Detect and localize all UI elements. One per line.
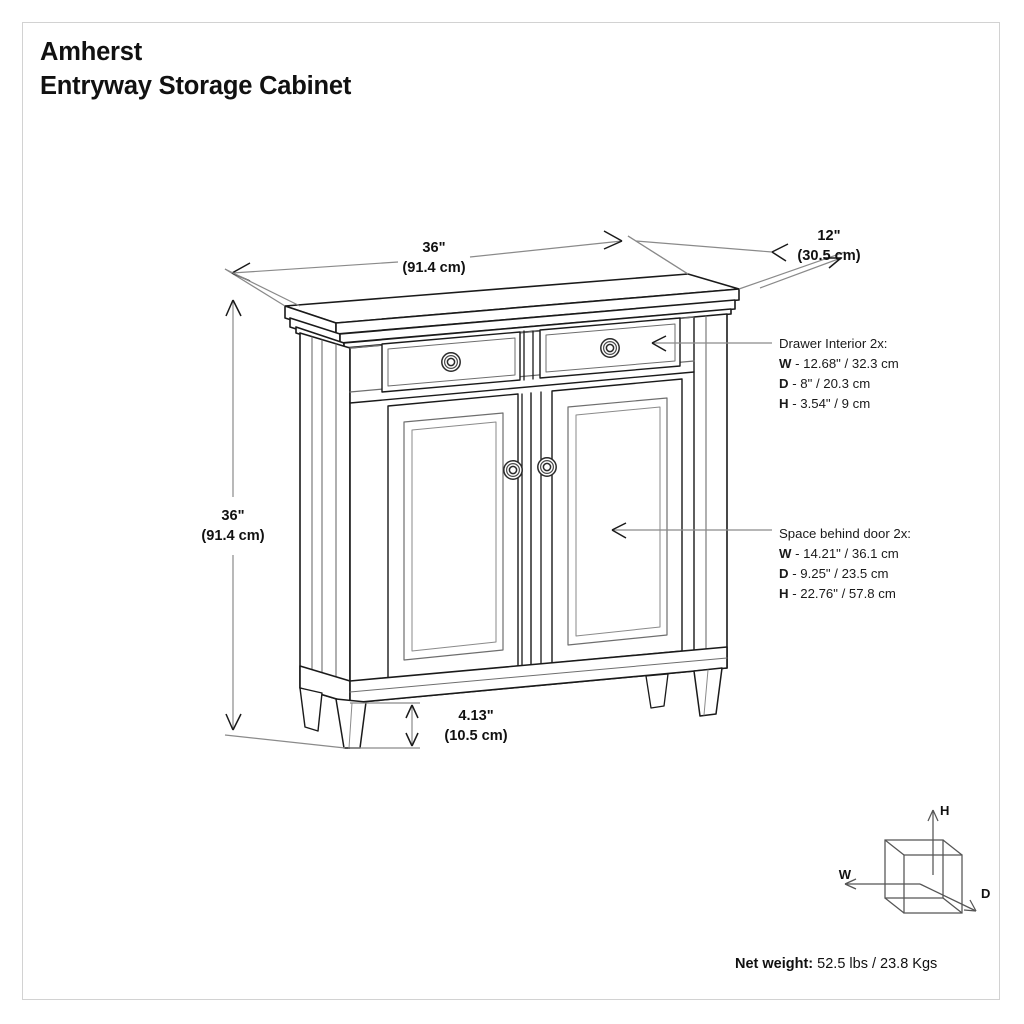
door-knob-right [537, 457, 557, 477]
callout-space-behind-door: Space behind door 2x: W - 14.21" / 36.1 … [779, 524, 911, 604]
dimension-depth-metric: (30.5 cm) [797, 248, 860, 264]
callout-door-key-w: W [779, 546, 792, 562]
dimension-width-metric: (91.4 cm) [402, 260, 465, 276]
dimension-depth-value: 12" [817, 228, 840, 244]
callout-drawer-value-d: - 8" / 20.3 cm [792, 376, 871, 392]
callout-drawer-heading: Drawer Interior 2x: [779, 336, 888, 351]
dimension-leg-value: 4.13" [458, 708, 493, 724]
dimension-leg-clearance [350, 702, 420, 749]
callout-drawer-row-d: D - 8" / 20.3 cm [779, 374, 899, 394]
axis-legend-arrows [844, 809, 977, 912]
axis-legend-cube [884, 839, 963, 914]
dimension-height [224, 268, 346, 749]
drawer-knob-left [441, 352, 461, 372]
door-knob-left [503, 460, 523, 480]
callout-drawer-value-w: - 12.68" / 32.3 cm [795, 356, 899, 372]
leader-line-drawer [651, 335, 772, 352]
callout-door-key-h: H [779, 586, 789, 602]
callout-door-value-h: - 22.76" / 57.8 cm [792, 586, 896, 602]
callout-drawer-key-d: D [779, 376, 789, 392]
axis-legend-h-label: H [940, 803, 949, 818]
product-brand: Amherst [40, 38, 143, 66]
drawer-knob-right [600, 338, 620, 358]
dimension-leg-metric: (10.5 cm) [444, 728, 507, 744]
callout-door-key-d: D [779, 566, 789, 582]
product-name: Entryway Storage Cabinet [40, 71, 352, 100]
dimension-width-value: 36" [422, 240, 445, 256]
callout-drawer-row-w: W - 12.68" / 32.3 cm [779, 354, 899, 374]
callout-door-row-h: H - 22.76" / 57.8 cm [779, 584, 911, 604]
leader-line-door [611, 522, 772, 539]
callout-drawer-interior: Drawer Interior 2x: W - 12.68" / 32.3 cm… [779, 334, 899, 414]
callout-drawer-value-h: - 3.54" / 9 cm [792, 396, 871, 412]
callout-door-row-d: D - 9.25" / 23.5 cm [779, 564, 911, 584]
axis-legend-w-label: W [839, 867, 852, 882]
axis-legend-d-label: D [981, 886, 990, 901]
callout-drawer-key-h: H [779, 396, 789, 412]
page-title: Amherst Entryway Storage Cabinet [40, 36, 351, 103]
net-weight-label: Net weight: [735, 956, 814, 972]
callout-door-value-d: - 9.25" / 23.5 cm [792, 566, 889, 582]
net-weight-value: 52.5 lbs / 23.8 Kgs [817, 956, 938, 972]
callout-door-value-w: - 14.21" / 36.1 cm [795, 546, 899, 562]
net-weight: Net weight: 52.5 lbs / 23.8 Kgs [735, 956, 937, 972]
dimension-height-metric: (91.4 cm) [201, 528, 264, 544]
callout-drawer-row-h: H - 3.54" / 9 cm [779, 394, 899, 414]
dimension-depth [627, 235, 846, 290]
callout-door-heading: Space behind door 2x: [779, 526, 911, 541]
callout-door-row-w: W - 14.21" / 36.1 cm [779, 544, 911, 564]
callout-drawer-key-w: W [779, 356, 792, 372]
dimension-height-value: 36" [221, 508, 244, 524]
